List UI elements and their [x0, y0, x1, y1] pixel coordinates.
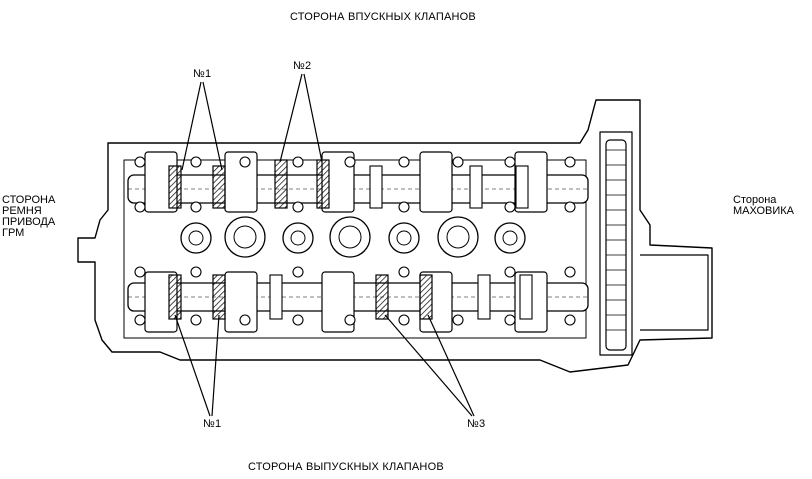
cap-bolt	[398, 156, 410, 168]
cap-bolt	[190, 201, 202, 213]
timing-sprocket	[605, 139, 627, 351]
callout-n2-top: №2	[293, 60, 312, 72]
cap-bolt	[564, 314, 576, 326]
flywheel-side-label: Сторона МАХОВИКА	[733, 195, 794, 217]
exhaust-cam-lobe-n3	[419, 274, 433, 320]
flywheel-housing	[599, 131, 633, 356]
leader-n2-top	[279, 73, 303, 163]
spark-plug-well	[437, 216, 479, 258]
cap-bolt	[398, 266, 410, 278]
intake-cam-lobe	[515, 165, 529, 209]
leader-n1-top	[181, 81, 202, 171]
cap-bolt	[504, 156, 516, 168]
leader-n2-top	[303, 73, 323, 163]
spark-plug-well	[224, 216, 266, 258]
leader-n1-bottom	[174, 314, 211, 417]
cap-bolt	[504, 266, 516, 278]
timing-belt-side-label: СТОРОНА РЕМНЯ ПРИВОДА ГРМ	[2, 195, 55, 239]
cap-bolt	[564, 201, 576, 213]
exhaust-cam-lobe	[269, 274, 283, 320]
exhaust-cam-lobe-n3	[375, 274, 389, 320]
cap-bolt	[292, 314, 304, 326]
timing-belt-side-line-2: РЕМНЯ	[2, 205, 42, 217]
head-bolt	[494, 222, 526, 254]
cap-bolt	[344, 314, 356, 326]
cap-bolt	[239, 314, 251, 326]
leader-n1-top	[202, 81, 223, 171]
head-bolt	[388, 222, 420, 254]
callout-n1-bottom: №1	[203, 418, 222, 430]
intake-bearing-cap	[419, 151, 453, 213]
cap-bolt	[564, 266, 576, 278]
head-outline	[77, 99, 713, 373]
timing-belt-side-line-1: СТОРОНА	[2, 194, 56, 206]
timing-belt-side-line-4: ГРМ	[2, 227, 25, 239]
intake-cam-lobe	[469, 165, 483, 209]
cap-bolt	[239, 156, 251, 168]
head-bolt-inner	[502, 230, 518, 246]
cap-bolt	[292, 201, 304, 213]
spark-plug-well-inner	[233, 225, 257, 249]
cap-bolt	[292, 156, 304, 168]
spark-plug-well	[329, 216, 371, 258]
cap-bolt	[134, 156, 146, 168]
leader-n1-bottom	[211, 314, 220, 417]
cap-bolt	[190, 156, 202, 168]
cap-bolt	[504, 201, 516, 213]
spark-plug-well-inner	[338, 225, 362, 249]
intake-cam-lobe-n1	[212, 165, 226, 209]
cap-bolt	[344, 156, 356, 168]
cap-bolt	[398, 201, 410, 213]
timing-belt-side-line-3: ПРИВОДА	[2, 216, 56, 228]
exhaust-cam-lobe	[477, 274, 491, 320]
intake-side-label: СТОРОНА ВПУСКНЫХ КЛАПАНОВ	[290, 11, 476, 23]
exhaust-cam-lobe-n1	[212, 274, 226, 320]
intake-cam-lobe-n2	[274, 159, 288, 209]
spark-plug-well-inner	[446, 225, 470, 249]
exhaust-cam-lobe	[519, 274, 533, 320]
exhaust-cam-lobe-n1	[168, 274, 182, 320]
callout-n3-bottom: №3	[467, 418, 486, 430]
cap-bolt	[564, 156, 576, 168]
cap-bolt	[190, 314, 202, 326]
flywheel-side-line-1: Сторона	[733, 194, 777, 206]
cap-bolt	[134, 314, 146, 326]
head-bolt-inner	[396, 230, 412, 246]
head-bolt	[180, 222, 212, 254]
cap-bolt	[190, 266, 202, 278]
distributor-block	[640, 254, 709, 331]
cap-bolt	[134, 201, 146, 213]
cap-bolt	[134, 266, 146, 278]
flywheel-side-line-2: МАХОВИКА	[733, 205, 795, 217]
leader-n3-bottom	[427, 314, 475, 417]
head-bolt-inner	[188, 230, 204, 246]
intake-cam-lobe-n1	[168, 165, 182, 209]
intake-cam-lobe	[369, 165, 383, 209]
head-bolt	[282, 222, 314, 254]
cap-bolt	[504, 314, 516, 326]
leader-n3-bottom	[384, 314, 473, 417]
callout-n1-top: №1	[193, 68, 212, 80]
exhaust-side-label: СТОРОНА ВЫПУСКНЫХ КЛАПАНОВ	[248, 461, 444, 473]
cap-bolt	[398, 314, 410, 326]
cap-bolt	[292, 266, 304, 278]
cap-bolt	[452, 156, 464, 168]
head-bolt-inner	[290, 230, 306, 246]
intake-cam-lobe-n2	[316, 159, 330, 209]
cap-bolt	[452, 314, 464, 326]
